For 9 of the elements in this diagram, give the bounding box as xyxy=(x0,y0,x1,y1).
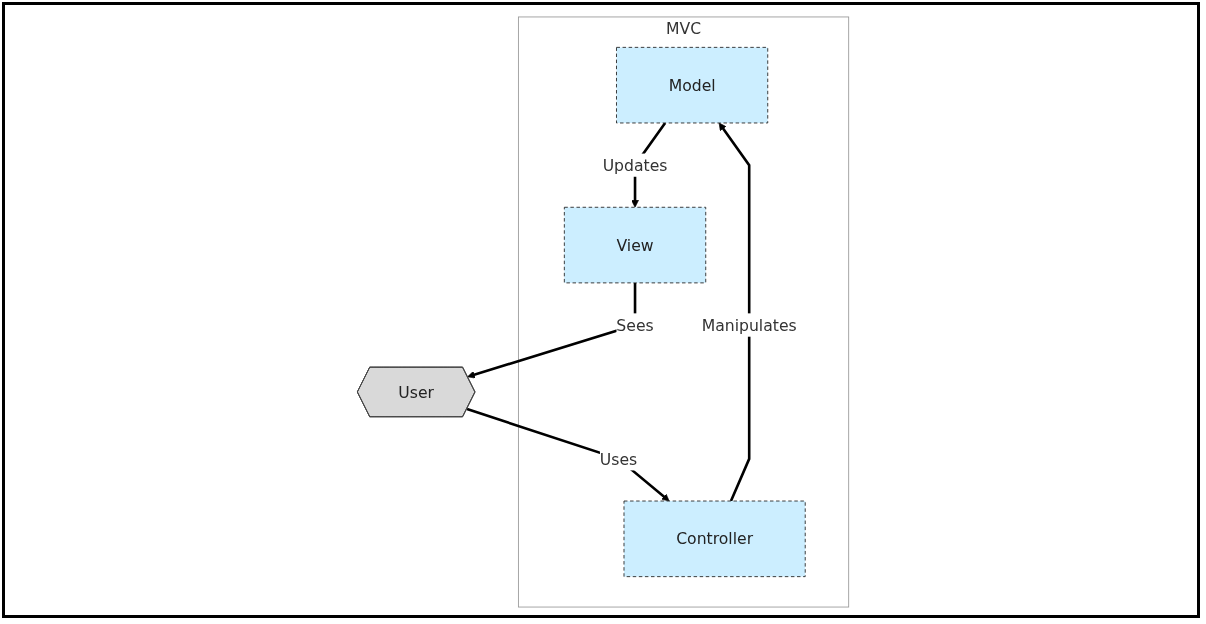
edge-label: Uses xyxy=(599,449,638,468)
arrow xyxy=(466,407,670,502)
edge-label: Updates xyxy=(602,156,668,175)
node-box: Controller xyxy=(623,500,806,578)
node-box: Model xyxy=(616,46,769,124)
edge-label: Sees xyxy=(616,315,654,335)
node-box: View xyxy=(563,206,707,284)
edge-label: Manipulates xyxy=(701,315,797,335)
arrow xyxy=(718,122,751,502)
